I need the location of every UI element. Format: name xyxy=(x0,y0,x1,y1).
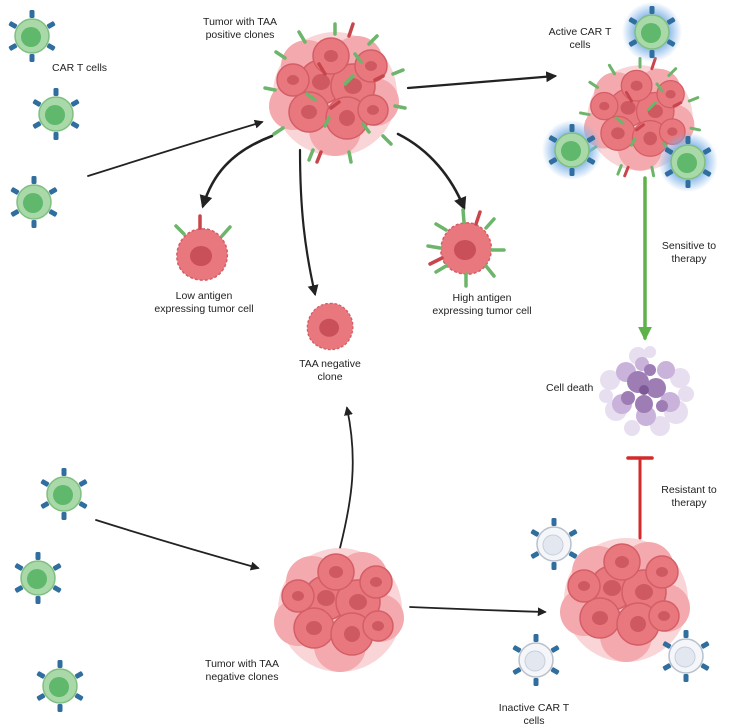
label-line: High antigen xyxy=(452,292,512,304)
label-text: Cell death xyxy=(546,382,594,394)
label-line: clone xyxy=(317,371,343,383)
car-t-cell-icon xyxy=(31,87,81,141)
car-t-cell-icon xyxy=(9,175,59,229)
cell-death-icon xyxy=(599,346,694,436)
inactive-car-t-cell-icon xyxy=(511,633,561,687)
label-line: TAA negative xyxy=(299,358,361,370)
arrow-to-high-antigen xyxy=(396,132,467,211)
label-taa-negative-clone: TAA negative clone xyxy=(290,358,370,384)
label-active-car-t-cells: Active CAR T cells xyxy=(540,26,620,52)
label-line: Inactive CAR T xyxy=(498,702,570,714)
label-line: Sensitive to xyxy=(661,240,717,252)
resistant-tumor-cluster xyxy=(559,537,691,663)
label-line: Tumor with TAA xyxy=(203,16,277,28)
label-line: Tumor with TAA xyxy=(205,658,279,670)
label-line: expressing tumor cell xyxy=(154,303,254,315)
label-line: Resistant to xyxy=(661,484,717,496)
label-line: cells xyxy=(523,715,545,727)
arrow-car-t-to-tumor xyxy=(87,119,264,177)
arrow-negative-tumor-up xyxy=(339,406,354,549)
label-low-antigen: Low antigen expressing tumor cell xyxy=(140,290,268,316)
label-sensitive-to-therapy: Sensitive to therapy xyxy=(654,240,724,266)
label-resistant-to-therapy: Resistant to therapy xyxy=(654,484,724,510)
tumor-negative-cluster xyxy=(273,547,405,673)
active-car-t-cell-icon xyxy=(542,120,602,180)
label-text: CAR T cells xyxy=(52,62,108,74)
car-t-cell-icon xyxy=(35,659,85,713)
arrows xyxy=(87,71,654,617)
label-line: therapy xyxy=(671,497,707,509)
label-line: positive clones xyxy=(205,29,275,41)
label-inactive-car-t-cells: Inactive CAR T cells xyxy=(486,702,582,728)
label-line: expressing tumor cell xyxy=(432,305,532,317)
high-antigen-tumor-cell-icon xyxy=(426,208,506,288)
tumor-positive-cluster xyxy=(263,22,407,164)
label-line: therapy xyxy=(671,253,707,265)
arrow-car-t-to-negative-tumor xyxy=(95,519,260,571)
label-tumor-positive-clones: Tumor with TAA positive clones xyxy=(186,16,294,42)
label-line: Low antigen xyxy=(175,290,233,302)
label-line: negative clones xyxy=(205,671,279,683)
car-t-cell-icon xyxy=(39,467,89,521)
arrow-to-low-antigen xyxy=(199,134,274,209)
label-high-antigen: High antigen expressing tumor cell xyxy=(418,292,546,318)
label-car-t-cells: CAR T cells xyxy=(52,62,107,75)
car-t-cell-icon xyxy=(7,9,57,63)
label-tumor-negative-clones: Tumor with TAA negative clones xyxy=(192,658,292,684)
label-line: cells xyxy=(569,39,591,51)
active-car-t-cell-icon xyxy=(622,2,682,62)
inactive-car-t-cell-icon xyxy=(529,517,579,571)
active-car-t-cell-icon xyxy=(658,132,718,192)
arrow-tumor-to-active xyxy=(406,71,558,90)
arrow-to-taa-negative xyxy=(298,148,319,297)
arrow-negative-tumor-to-inactive xyxy=(409,606,547,617)
label-cell-death: Cell death xyxy=(546,382,593,395)
low-antigen-tumor-cell-icon xyxy=(174,214,232,281)
taa-negative-clone-icon xyxy=(306,302,354,351)
label-line: Active CAR T xyxy=(548,26,612,38)
car-t-cell-icon xyxy=(13,551,63,605)
